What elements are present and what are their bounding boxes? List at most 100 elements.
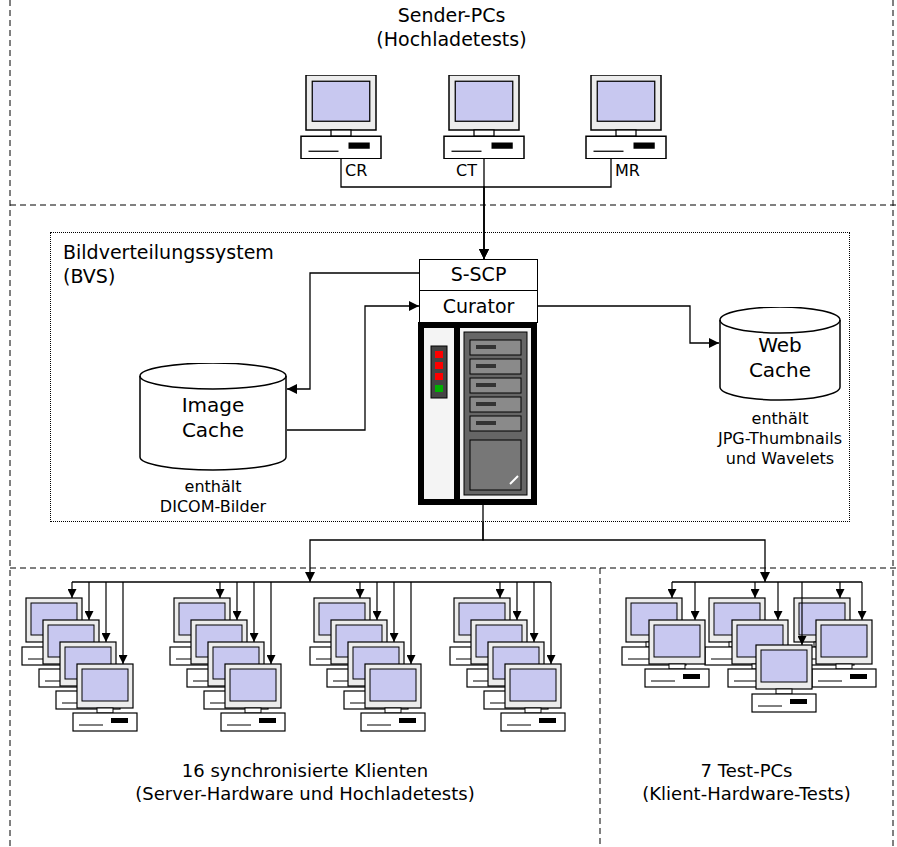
cylinder-body: [720, 307, 840, 400]
text-word: 16: [182, 760, 205, 781]
region-band: Sender-PCs (Hochladetests)CRCTMR: [10, 0, 893, 205]
text-word: synchronisierte: [210, 760, 348, 781]
drive-slot: [539, 718, 556, 723]
drive-handle: [476, 402, 496, 406]
client-drop: [801, 582, 802, 645]
drive-bays: [470, 340, 521, 431]
unit-line: [309, 151, 339, 152]
drive-handle: [476, 383, 496, 387]
drive-slot: [349, 143, 370, 149]
client-drop: [270, 582, 271, 664]
storage-cylinder: Image Cacheenthält DICOM-Bilder: [139, 363, 287, 471]
client-drop: [105, 582, 106, 642]
text-line: S-SCP: [451, 263, 507, 287]
rack-highlight: [510, 476, 518, 484]
dashed-divider: [10, 568, 897, 569]
rack-panel: [460, 328, 531, 499]
sender-pc: CT: [443, 75, 526, 159]
computer-icon: [361, 664, 425, 731]
rack-door: [470, 440, 521, 490]
region-title: 16 synchronisierte Klienten (Server-Hard…: [10, 760, 600, 805]
monitor: [756, 645, 812, 689]
text-word: enthält: [185, 477, 242, 496]
connector: [287, 273, 419, 389]
status-light: [435, 373, 443, 380]
screen: [597, 81, 655, 121]
computer-icon: [812, 620, 876, 687]
system-boundary: Bildverteilungssystem (BVS) S-SCP CuratorI…: [50, 232, 850, 522]
status-light: [435, 362, 443, 369]
connector: [484, 159, 611, 259]
text-word: Bildverteilungssystem: [63, 241, 274, 263]
drive-bay: [470, 397, 521, 412]
system-unit: [501, 713, 565, 731]
storage-caption: enthält DICOM-Bilder: [119, 477, 307, 517]
client-drop: [694, 582, 695, 620]
text-line: (Server-Hardware und Hochladetests): [10, 783, 600, 806]
drive-bay: [470, 416, 521, 431]
text-word: Wavelets: [761, 449, 834, 468]
client-drop: [219, 582, 220, 598]
drive-handle: [476, 345, 496, 349]
drive-slot: [850, 674, 867, 679]
storage-cylinder: Web Cacheenthält JPG-Thumbnails und Wave…: [719, 307, 841, 401]
rack-frame: [418, 322, 537, 505]
monitor-stand: [331, 130, 351, 136]
modality-label: CR: [345, 161, 367, 181]
computer-drawing: [585, 75, 668, 159]
unit-line: [452, 151, 482, 152]
text-line: (BVS): [63, 265, 274, 289]
system-unit: [812, 669, 876, 687]
text-word: Sender-PCs: [398, 4, 506, 26]
status-light: [435, 351, 443, 358]
text-line: CT: [456, 161, 477, 181]
screen: [82, 669, 128, 701]
rack-cable: [482, 505, 483, 522]
cylinder-shape: [139, 363, 287, 471]
text-line: (Klient-Hardware-Tests): [606, 783, 887, 806]
client-drop: [253, 582, 254, 642]
text-word: Curator: [443, 295, 515, 317]
computer-icon: [501, 664, 565, 731]
client-drop: [754, 582, 755, 598]
rack-panel: [424, 328, 454, 499]
drive-slot: [683, 674, 700, 679]
dashed-divider: [893, 0, 894, 847]
system-unit: [361, 713, 425, 731]
text-line: Image Cache: [167, 393, 259, 443]
text-line: 16 synchronisierte Klienten: [10, 760, 600, 783]
text-word: und: [726, 449, 756, 468]
screen: [821, 625, 867, 657]
computer-drawing: [300, 75, 383, 159]
unit-line: [367, 725, 391, 726]
text-word: Image: [182, 393, 245, 417]
client-computers: [22, 582, 876, 731]
status-light: [435, 385, 443, 392]
monitor-stand: [669, 664, 685, 669]
text-word: Test-PCs: [718, 760, 793, 781]
computer-drawing: [443, 75, 526, 159]
drive-slot: [111, 718, 128, 723]
cylinder-top: [140, 376, 286, 389]
text-word: (Klient-Hardware-Tests): [642, 783, 850, 804]
computer-icon: [301, 75, 381, 159]
region-title: Sender-PCs (Hochladetests): [10, 4, 893, 52]
screen: [761, 650, 807, 682]
system-unit: [73, 713, 137, 731]
text-word: Klienten: [354, 760, 428, 781]
client-drop: [88, 582, 89, 620]
unit-line: [594, 151, 624, 152]
client-drop: [777, 582, 778, 620]
monitor-stand: [474, 130, 494, 136]
unit-line: [758, 706, 782, 707]
text-line: Bildverteilungssystem: [63, 241, 274, 265]
cylinder-body: [140, 363, 286, 470]
unit-line: [651, 681, 675, 682]
monitor: [649, 620, 705, 664]
client-drop: [393, 582, 394, 642]
service-box: S-SCP: [419, 259, 538, 291]
screen: [230, 669, 276, 701]
unit-line: [507, 725, 531, 726]
unit-line: [734, 681, 758, 682]
monitor-stand: [97, 708, 113, 713]
